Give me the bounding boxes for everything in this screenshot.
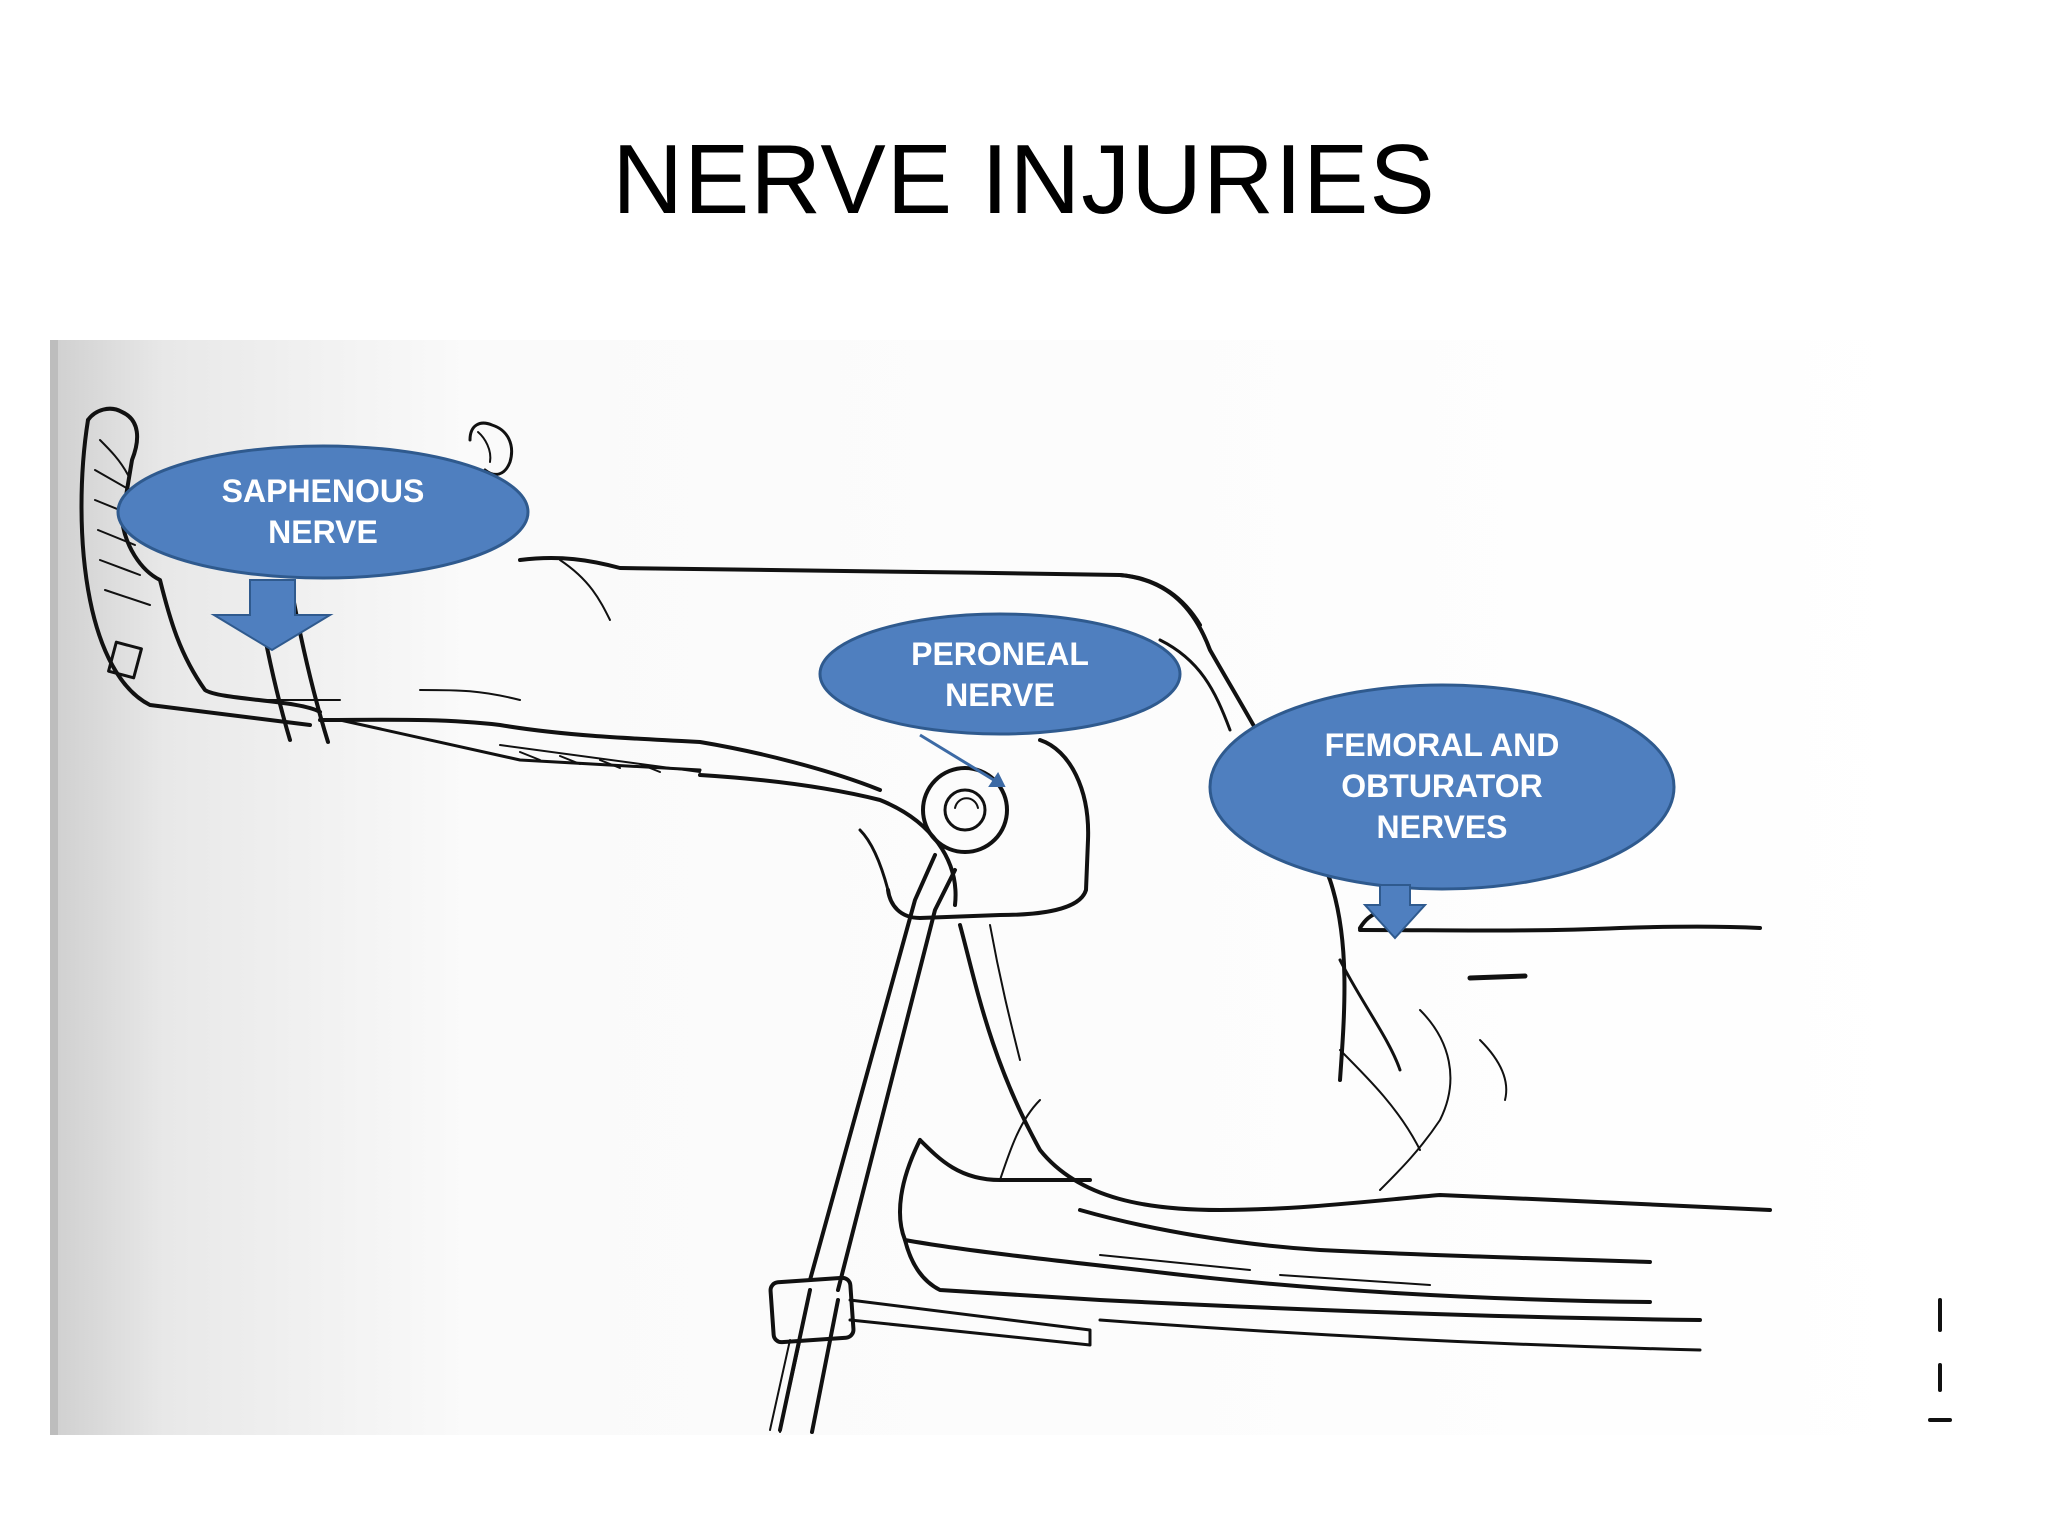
- saphenous-callout-bubble: [116, 444, 530, 580]
- stirrup-pole: [768, 853, 1092, 1434]
- femoral-obturator-nerves-callout: [1208, 683, 1676, 940]
- femoral-label-line1: FEMORAL AND: [1324, 727, 1560, 763]
- femoral-label-line2: OBTURATOR: [1341, 768, 1543, 804]
- femoral-down-arrow: [1362, 884, 1428, 940]
- peroneal-nerve-callout: [818, 612, 1182, 787]
- peroneal-callout-label: PERONEAL NERVE: [840, 634, 1160, 716]
- stirrup-top-hook: [1158, 638, 1232, 732]
- femoral-label-line3: NERVES: [1376, 809, 1508, 845]
- saphenous-nerve-callout: [116, 444, 530, 652]
- saphenous-callout-label: SAPHENOUS NERVE: [163, 471, 483, 553]
- peroneal-label-line2: NERVE: [945, 677, 1055, 713]
- femoral-callout-label: FEMORAL AND OBTURATOR NERVES: [1262, 725, 1622, 848]
- peroneal-label-line1: PERONEAL: [911, 636, 1089, 672]
- peroneal-pointer-head: [988, 772, 1006, 787]
- scan-left-edge: [50, 340, 58, 1435]
- peroneal-pointer-line: [919, 733, 1003, 787]
- saphenous-down-arrow: [210, 579, 334, 652]
- femoral-callout-bubble: [1208, 683, 1676, 891]
- stirrup-boot: [79, 406, 514, 727]
- knee-support: [698, 738, 1091, 920]
- saphenous-label-line2: NERVE: [268, 514, 378, 550]
- operating-table: [898, 1099, 1952, 1422]
- patient-torso: [1078, 910, 1772, 1264]
- slide-title: NERVE INJURIES: [612, 124, 1436, 234]
- peroneal-callout-bubble: [818, 612, 1182, 736]
- saphenous-label-line1: SAPHENOUS: [221, 473, 425, 509]
